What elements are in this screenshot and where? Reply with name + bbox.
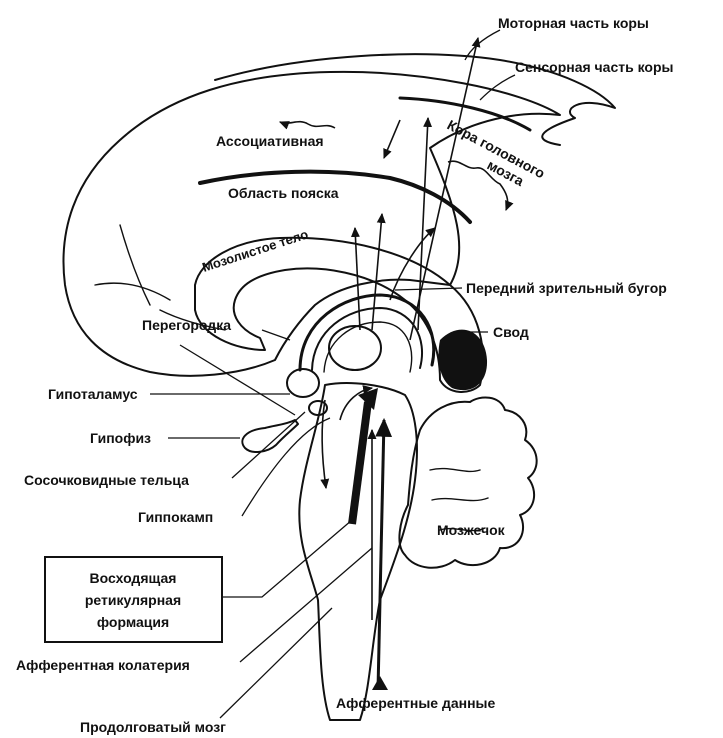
hypothalamus-shape [287,369,319,397]
label-medulla: Продолговатый мозг [80,719,226,735]
brainstem [299,383,417,720]
thalamus-ring-mid [312,308,422,370]
label-motor-cortex: Моторная часть коры [498,15,649,31]
label-hippocampus: Гиппокамп [138,509,213,525]
label-fornix: Свод [493,324,529,340]
hippocampus-leader [242,418,330,516]
label-afferent-collateral: Афферентная колатерия [16,657,190,673]
label-associative: Ассоциативная [216,133,324,149]
label-hypothalamus: Гипоталамус [48,386,138,402]
frontal-gyrus-lines [95,225,225,330]
reticular-leader [222,520,352,597]
cortex-ascending-arrow-1 [418,118,428,330]
label-cingulate: Область пояска [228,185,339,201]
fornix-shape [439,330,488,391]
label-septum: Перегородка [142,317,231,333]
associative-wavy-arrow [280,122,335,128]
label-thalamus: Передний зрительный бугор [466,280,667,296]
cortex-descending-arrow [384,120,400,158]
label-mammillary: Сосочковидные тельца [24,472,189,488]
afferent-base-marker [372,676,388,690]
cingulate-arrow-1 [372,214,382,330]
medulla-leader [220,608,332,718]
label-sensory-cortex: Сенсорная часть коры [515,59,673,75]
label-reticular-line2: ретикулярная [85,592,181,608]
cerebellum-shape [399,397,536,567]
thalamus-nucleus [329,326,381,370]
label-reticular-line3: формация [97,614,169,630]
collateral-leader [240,548,372,662]
label-corpus-callosum: Мозолистое тело [200,226,310,274]
afferent-data-arrow [378,420,384,690]
label-pituitary: Гипофиз [90,430,151,446]
reticular-thick-arrow [352,402,368,524]
thalamus-leader [395,288,462,290]
label-cerebellum: Мозжечок [437,522,506,538]
thalamus-ring-outer [300,295,434,370]
septum-leader [262,330,290,340]
pituitary-shape [242,420,298,452]
label-reticular-line1: Восходящая [90,570,177,586]
label-afferent-data: Афферентные данные [336,695,495,711]
